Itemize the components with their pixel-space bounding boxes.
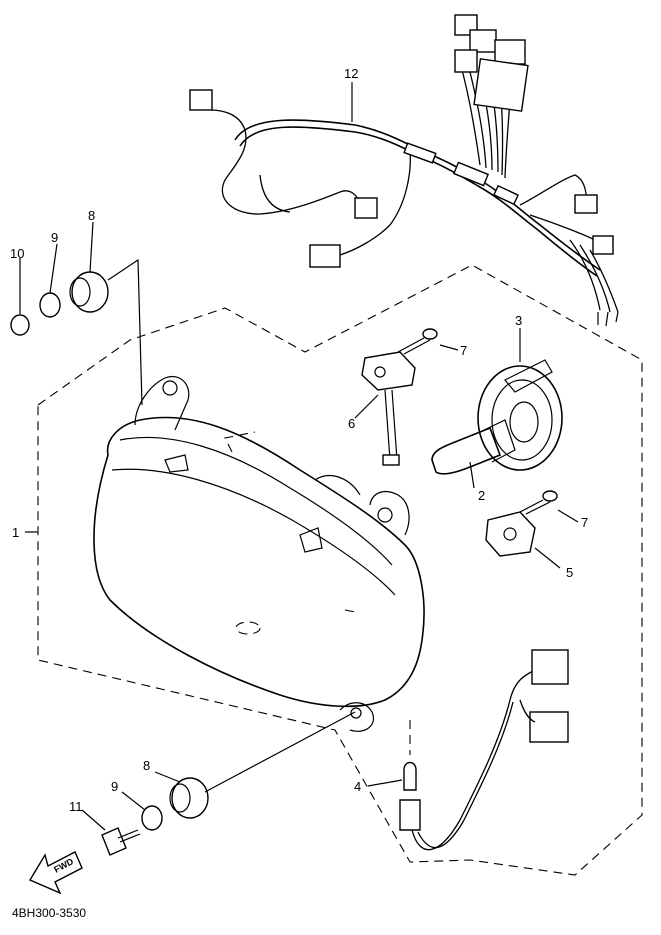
callout-9-lower: 9 — [111, 779, 118, 794]
headlight-body — [93, 376, 425, 732]
wiring-harness — [189, 14, 619, 327]
adjuster-bracket — [361, 351, 416, 466]
headlight-bulb — [431, 419, 516, 475]
callout-11: 11 — [69, 799, 83, 814]
bulb-socket — [477, 359, 563, 471]
leader-hole-a — [224, 431, 256, 453]
screw-lower — [519, 490, 558, 515]
grommet-set-lower — [101, 711, 356, 856]
callout-8-lower: 8 — [143, 758, 150, 773]
callout-2: 2 — [478, 488, 485, 503]
forward-arrow: FWD — [28, 851, 83, 895]
callout-9-upper: 9 — [51, 230, 58, 245]
callout-5: 5 — [566, 565, 573, 580]
adjuster-bracket-lower — [485, 511, 536, 557]
reference-code: 4BH300-3530 — [12, 906, 86, 920]
callout-10: 10 — [10, 246, 24, 261]
callout-7-lower: 7 — [581, 515, 588, 530]
callout-7-upper: 7 — [460, 343, 467, 358]
callout-4: 4 — [354, 779, 361, 794]
leader-hole-b — [344, 609, 356, 613]
callout-12: 12 — [344, 66, 358, 81]
assembly-boundary — [37, 264, 643, 876]
callout-8-upper: 8 — [88, 208, 95, 223]
position-light — [399, 649, 569, 851]
callout-6: 6 — [348, 416, 355, 431]
grommet-set-upper — [10, 258, 143, 406]
screw-upper — [397, 328, 438, 355]
leader-lines — [19, 82, 579, 831]
callout-1: 1 — [12, 525, 19, 540]
callout-3: 3 — [515, 313, 522, 328]
